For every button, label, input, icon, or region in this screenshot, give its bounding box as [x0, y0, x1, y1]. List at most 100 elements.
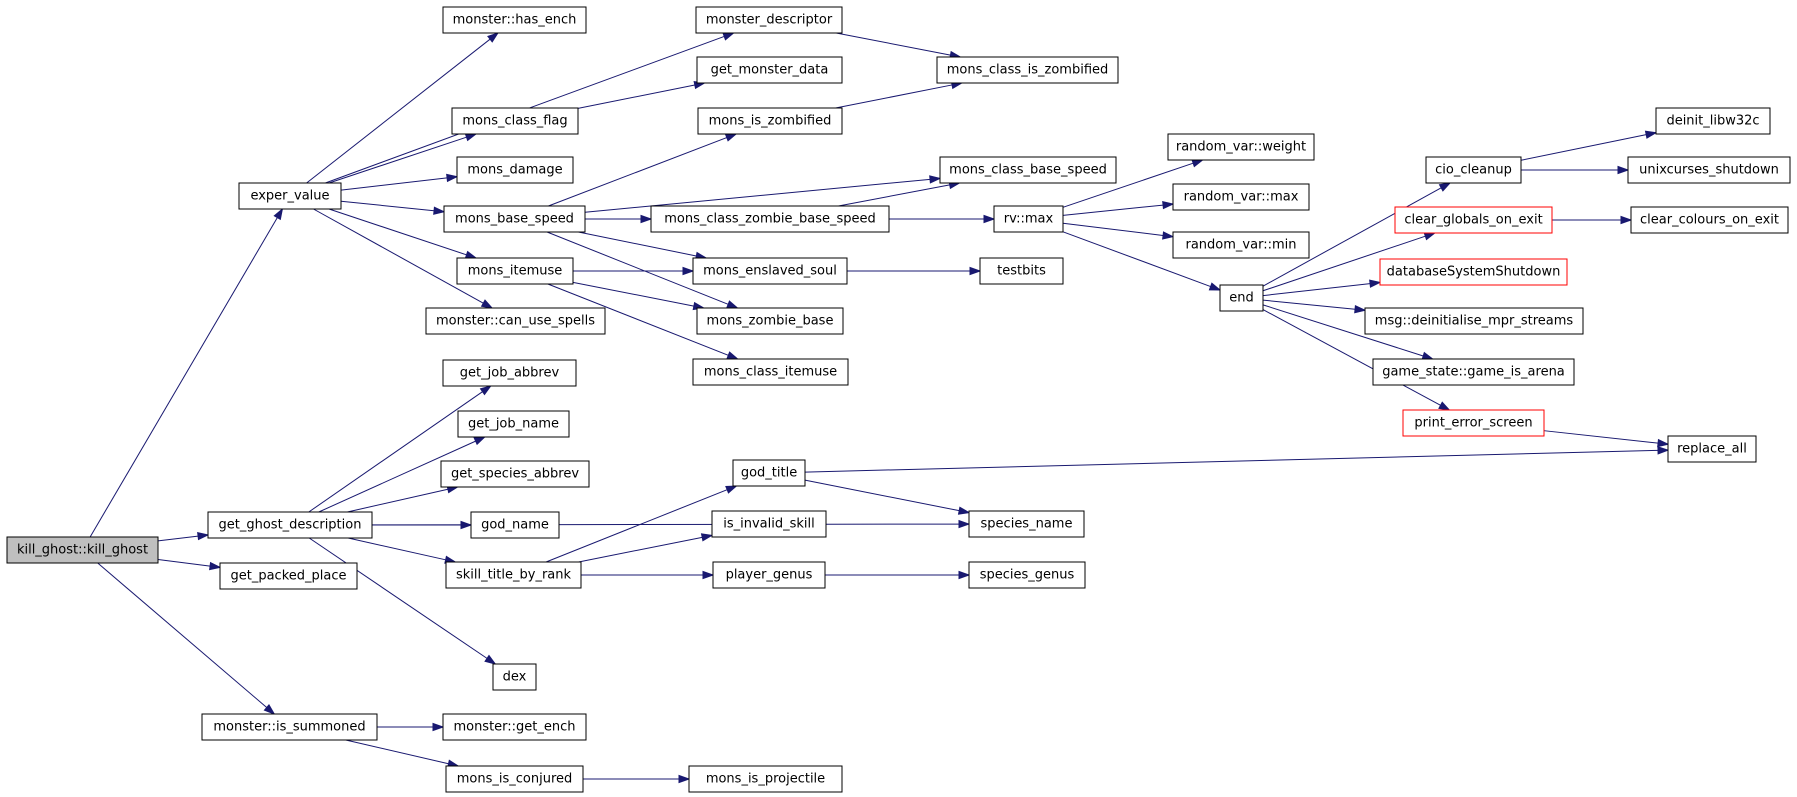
node-can-use-spells[interactable]: monster::can_use_spells: [425, 307, 606, 335]
node-rv-max2[interactable]: random_var::max: [1172, 183, 1310, 211]
arrowhead-icon: [929, 175, 942, 184]
node-has-ench[interactable]: monster::has_ench: [442, 6, 587, 34]
node-label: monster::can_use_spells: [436, 314, 595, 329]
node-end[interactable]: end: [1219, 284, 1264, 312]
node-deinit-libw32c[interactable]: deinit_libw32c: [1655, 107, 1771, 135]
node-clear-globals-on-exit[interactable]: clear_globals_on_exit: [1394, 206, 1553, 234]
node-rv-min[interactable]: random_var::min: [1172, 231, 1310, 259]
edge-line: [1062, 162, 1194, 208]
edge-end-to-msg_deinit: [1262, 299, 1367, 314]
node-clear-colours-on-exit[interactable]: clear_colours_on_exit: [1630, 206, 1789, 234]
node-mons-class-flag[interactable]: mons_class_flag: [451, 107, 579, 135]
node-mons-zombie-base[interactable]: mons_zombie_base: [696, 307, 844, 335]
edge-skill_title_by_rank-to-is_invalid_skill: [578, 533, 714, 563]
node-get-job-abbrev[interactable]: get_job_abbrev: [442, 359, 577, 387]
arrowhead-icon: [197, 531, 210, 541]
node-is-summoned[interactable]: monster::is_summoned: [201, 713, 378, 741]
arrowhead-icon: [1162, 200, 1175, 210]
edge-line: [545, 489, 728, 563]
arrowhead-icon: [1208, 282, 1222, 291]
node-is-invalid-skill[interactable]: is_invalid_skill: [711, 510, 827, 538]
node-god-name[interactable]: god_name: [470, 511, 560, 539]
node-label: exper_value: [250, 189, 329, 204]
node-get-packed-place[interactable]: get_packed_place: [219, 562, 358, 590]
edge-line: [1262, 304, 1424, 357]
edge-mons_base_speed-to-mons_class_base_speed: [584, 175, 942, 213]
node-cio-cleanup[interactable]: cio_cleanup: [1425, 156, 1522, 184]
edge-mons_itemuse-to-mons_enslaved_soul: [573, 266, 695, 276]
node-unixcurses-shutdown[interactable]: unixcurses_shutdown: [1627, 156, 1791, 184]
node-label: mons_base_speed: [455, 212, 574, 227]
node-label: player_genus: [726, 568, 813, 583]
edge-line: [348, 537, 446, 561]
node-god-title[interactable]: god_title: [732, 459, 806, 487]
node-mons-enslaved-soul[interactable]: mons_enslaved_soul: [692, 257, 848, 285]
edge-line: [328, 208, 467, 256]
node-mons-class-is-zombified[interactable]: mons_class_is_zombified: [936, 56, 1119, 84]
edge-get_ghost_description-to-get_job_name: [318, 436, 487, 513]
node-get-ghost-description[interactable]: get_ghost_description: [207, 511, 373, 539]
node-species-name[interactable]: species_name: [968, 510, 1085, 538]
node-msg-deinit[interactable]: msg::deinitialise_mpr_streams: [1364, 307, 1584, 335]
arrowhead-icon: [1617, 165, 1630, 175]
node-databaseSystemShutdown[interactable]: databaseSystemShutdown: [1379, 258, 1568, 286]
node-skill-title-by-rank[interactable]: skill_title_by_rank: [445, 561, 582, 589]
edge-line: [328, 136, 467, 184]
edge-line: [1062, 204, 1164, 216]
node-box: [688, 765, 843, 793]
node-get-monster-data[interactable]: get_monster_data: [696, 56, 843, 84]
node-print-error-screen[interactable]: print_error_screen: [1402, 409, 1545, 437]
edge-line: [584, 178, 931, 213]
edge-line: [838, 184, 950, 207]
node-rv-max[interactable]: rv::max: [993, 205, 1064, 233]
node-box: [650, 205, 890, 233]
node-label: mons_class_zombie_base_speed: [664, 212, 875, 227]
node-box: [1379, 258, 1568, 286]
node-testbits[interactable]: testbits: [979, 257, 1064, 285]
node-mons-itemuse[interactable]: mons_itemuse: [456, 257, 574, 285]
node-label: mons_enslaved_soul: [703, 264, 837, 279]
node-kill-ghost[interactable]: kill_ghost::kill_ghost: [6, 536, 159, 564]
node-monster-descriptor[interactable]: monster_descriptor: [695, 6, 843, 34]
node-game-is-arena[interactable]: game_state::game_is_arena: [1372, 358, 1575, 386]
node-box: [1172, 231, 1310, 259]
arrowhead-icon: [958, 519, 971, 529]
node-mons-damage[interactable]: mons_damage: [456, 156, 574, 184]
node-box: [692, 358, 849, 386]
node-player-genus[interactable]: player_genus: [712, 561, 826, 589]
node-label: monster_descriptor: [706, 13, 833, 28]
node-label: databaseSystemShutdown: [1387, 265, 1561, 280]
node-box: [456, 156, 574, 184]
node-mons-class-zombie-base-speed[interactable]: mons_class_zombie_base_speed: [650, 205, 890, 233]
node-box: [968, 561, 1086, 589]
node-rv-weight[interactable]: random_var::weight: [1167, 133, 1315, 161]
node-box: [470, 511, 560, 539]
node-exper-value[interactable]: exper_value: [238, 182, 342, 210]
node-get-species-abbrev[interactable]: get_species_abbrev: [440, 460, 590, 488]
node-mons-base-speed[interactable]: mons_base_speed: [443, 205, 586, 233]
edge-mons_enslaved_soul-to-testbits: [847, 266, 982, 276]
node-mons-is-projectile[interactable]: mons_is_projectile: [688, 765, 843, 793]
node-get-job-name[interactable]: get_job_name: [457, 410, 570, 438]
node-mons-is-zombified[interactable]: mons_is_zombified: [697, 107, 843, 135]
arrowhead-icon: [473, 436, 487, 446]
node-mons-class-itemuse[interactable]: mons_class_itemuse: [692, 358, 849, 386]
node-dex[interactable]: dex: [492, 663, 537, 691]
edge-mons_base_speed-to-mons_class_zombie_base_speed: [585, 214, 653, 224]
node-replace-all[interactable]: replace_all: [1667, 435, 1757, 463]
node-mons-class-base-speed[interactable]: mons_class_base_speed: [939, 156, 1117, 184]
edge-line: [1062, 222, 1164, 236]
node-mons-is-conjured[interactable]: mons_is_conjured: [445, 765, 584, 793]
arrowhead-icon: [726, 351, 740, 360]
node-box: [732, 459, 806, 487]
node-get-ench[interactable]: monster::get_ench: [442, 713, 587, 741]
edge-rv_max-to-rv_max2: [1062, 200, 1175, 216]
edge-line: [1543, 430, 1659, 444]
node-label: dex: [503, 670, 527, 685]
edge-line: [547, 283, 729, 356]
node-label: mons_itemuse: [468, 264, 563, 279]
edge-mons_class_zombie_base_speed-to-mons_class_base_speed: [838, 180, 962, 207]
edge-get_ghost_description-to-get_job_abbrev: [308, 385, 492, 513]
node-species-genus[interactable]: species_genus: [968, 561, 1086, 589]
arrowhead-icon: [479, 385, 492, 396]
